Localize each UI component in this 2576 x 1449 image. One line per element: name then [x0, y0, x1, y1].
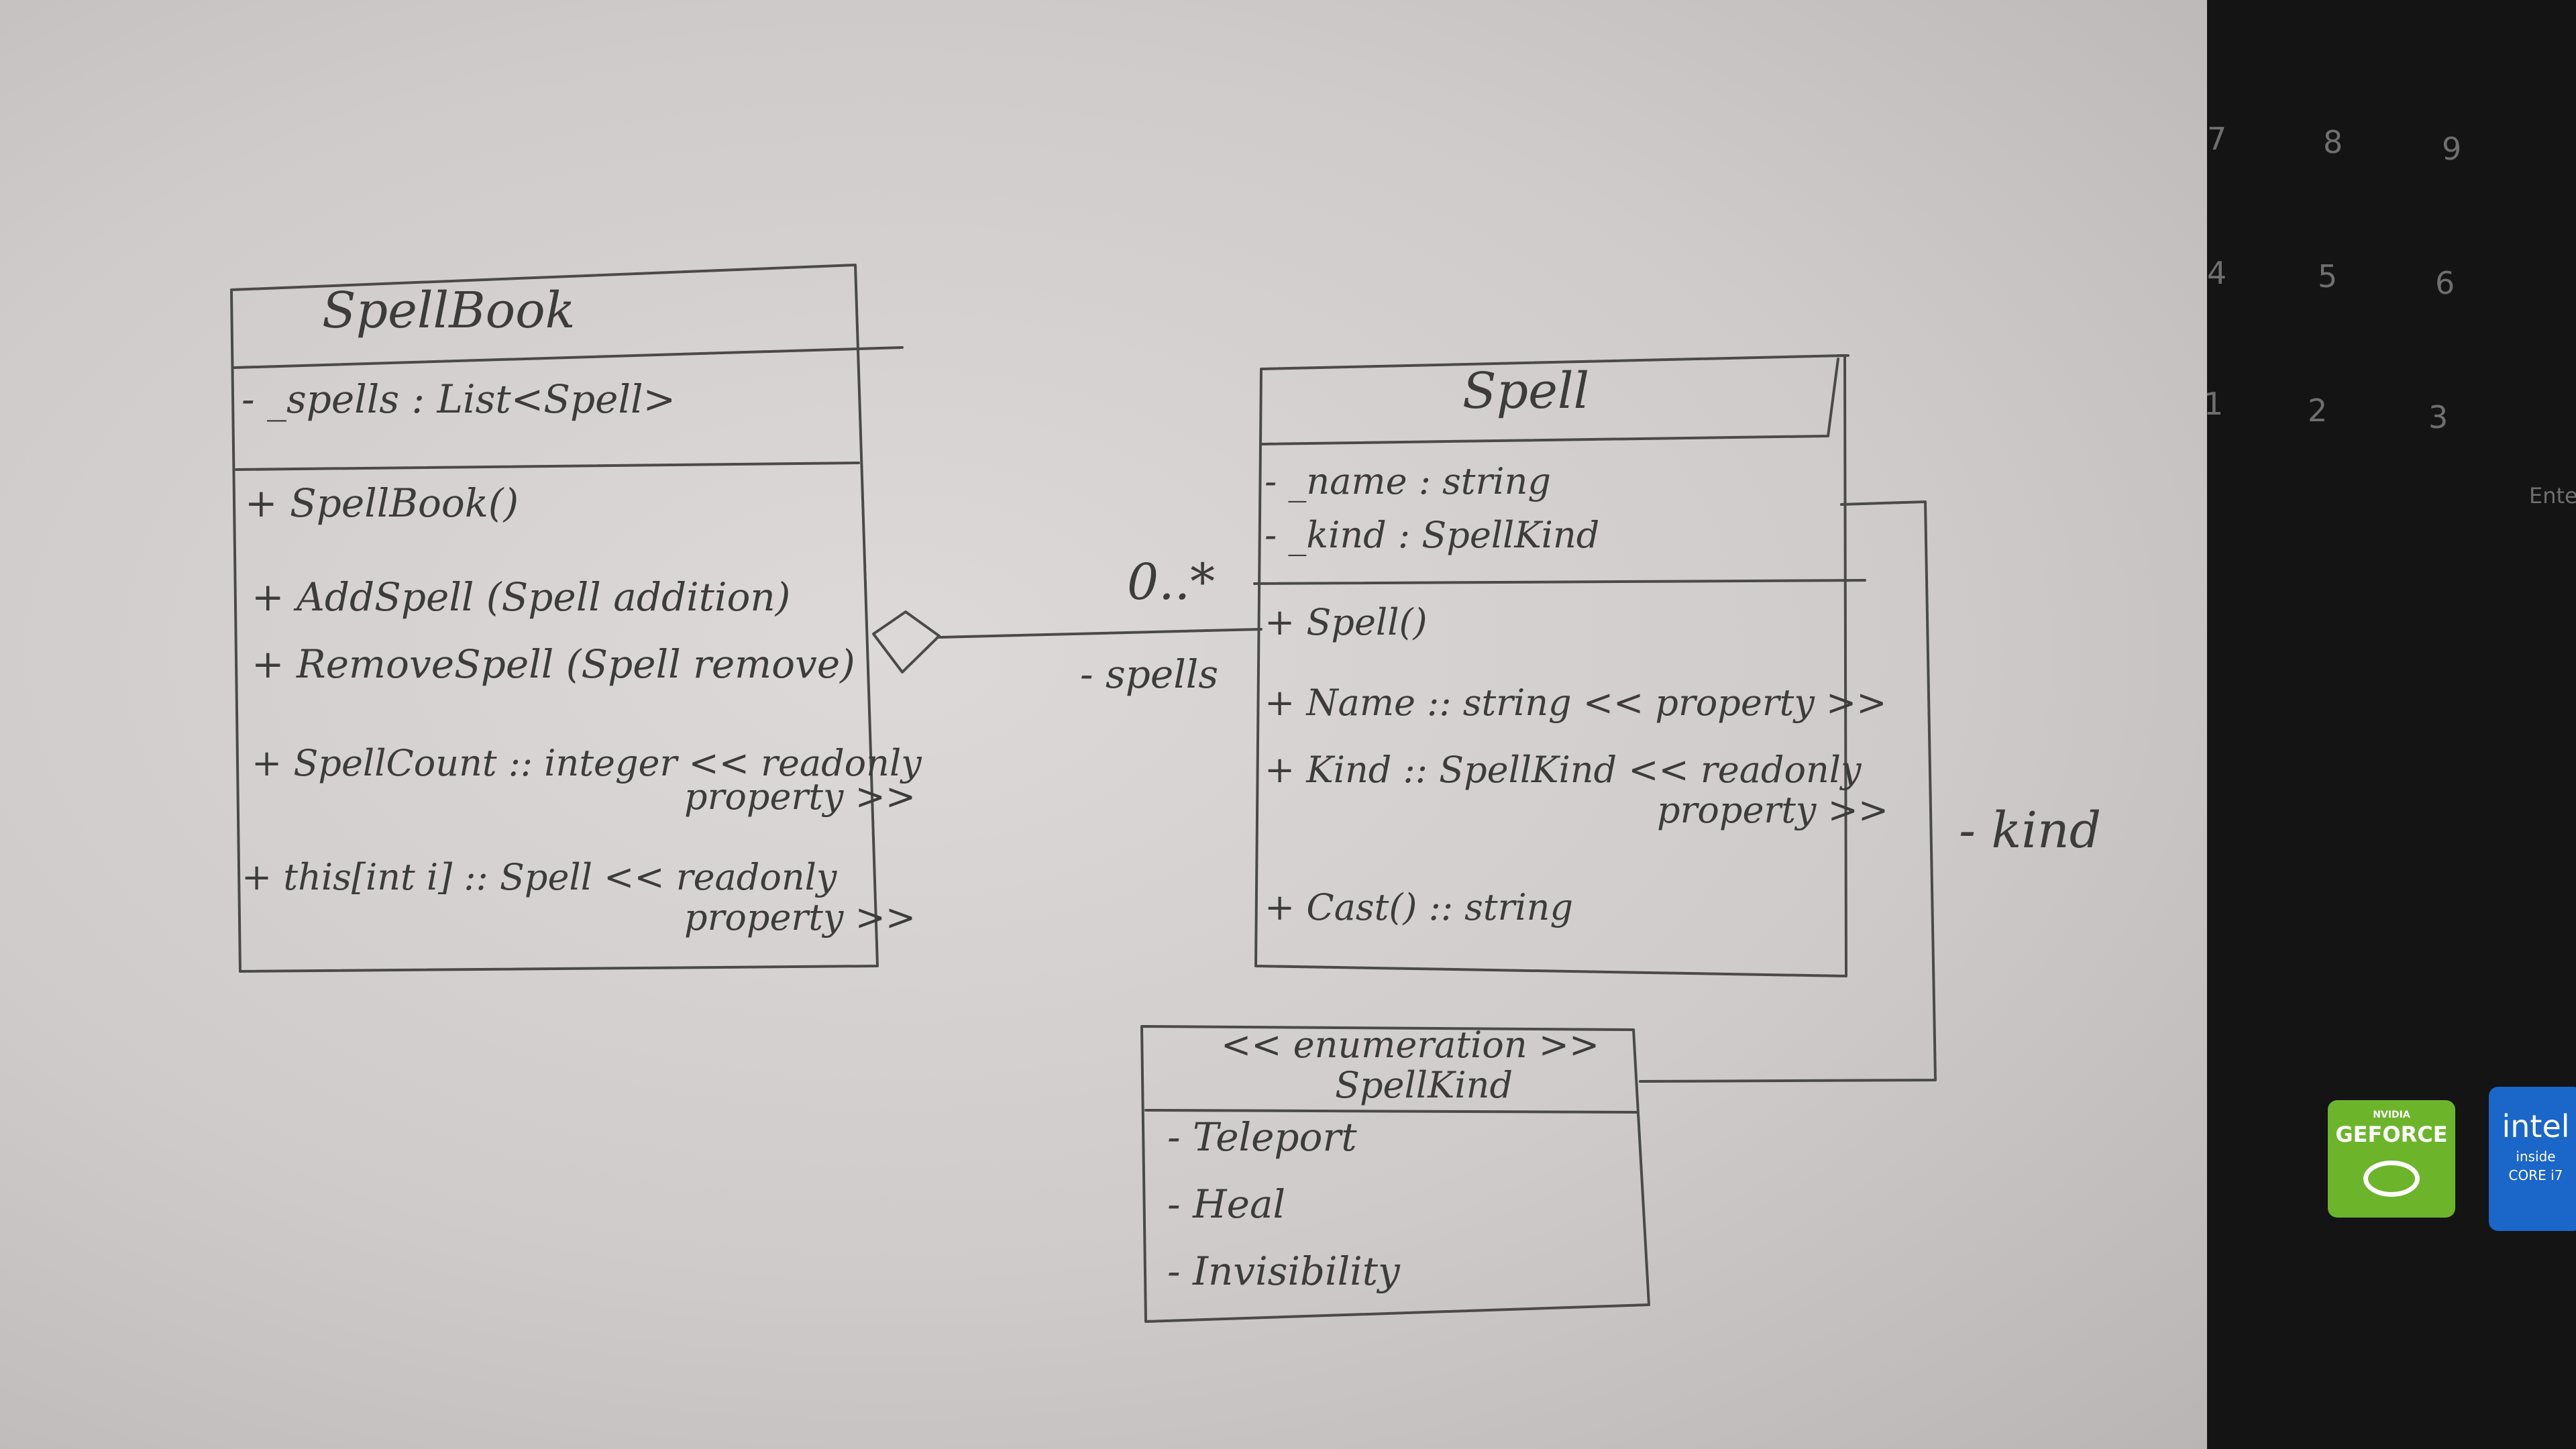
spell-attribute: - _kind : SpellKind: [1265, 514, 1600, 556]
keypad-key: 1: [2204, 386, 2224, 422]
intel-label: intel: [2502, 1108, 2570, 1144]
spellbook-method: + AddSpell (Spell addition): [252, 574, 791, 620]
spellbook-class-name: SpellBook: [322, 282, 576, 339]
spell-method: + Cast() :: string: [1265, 886, 1574, 928]
spellbook-method-continuation: property >>: [684, 775, 916, 818]
spell-attribute: - _name : string: [1265, 460, 1551, 502]
aggregation-line: [938, 628, 1263, 639]
keypad-key: 4: [2207, 255, 2227, 291]
spellbook-attribute: - _spells : List<Spell>: [241, 376, 676, 422]
core-label: CORE i7: [2508, 1167, 2563, 1183]
keypad-key: 6: [2435, 265, 2455, 301]
spellkind-class-name: SpellKind: [1335, 1064, 1513, 1106]
inside-label: inside: [2516, 1148, 2556, 1165]
spell-method: + Name :: string << property >>: [1265, 682, 1887, 724]
spellkind-stereotype: << enumeration >>: [1221, 1024, 1600, 1066]
nvidia-eye-icon: [2363, 1161, 2420, 1197]
intel-inside-sticker: intel inside CORE i7: [2489, 1087, 2576, 1231]
association-role: - kind: [1959, 802, 2102, 859]
aggregation-role: - spells: [1080, 651, 1219, 697]
spell-class-name: Spell: [1462, 362, 1590, 420]
spellbook-method-continuation: property >>: [684, 896, 916, 938]
spellkind-value: - Invisibility: [1167, 1248, 1400, 1294]
aggregation-multiplicity: 0..*: [1127, 553, 1216, 611]
spellbook-method: + this[int i] :: Spell << readonly: [241, 856, 837, 898]
spellkind-enum-box: [1140, 1025, 1650, 1323]
spell-method: + Spell(): [1265, 601, 1428, 643]
spell-attr-divider: [1253, 579, 1866, 585]
keypad-key: 9: [2442, 131, 2462, 167]
keypad-key: 8: [2323, 124, 2343, 160]
spellbook-method: + RemoveSpell (Spell remove): [252, 641, 855, 687]
spell-method: + Kind :: SpellKind << readonly: [1265, 749, 1862, 791]
spell-title-box-line: [1261, 358, 1839, 445]
spellkind-title-divider: [1144, 1109, 1638, 1114]
spellbook-attr-divider: [235, 462, 860, 471]
spellkind-value: - Teleport: [1167, 1114, 1357, 1160]
spellkind-value: - Heal: [1167, 1181, 1286, 1227]
keypad-key: 7: [2207, 121, 2227, 157]
spell-method-continuation: property >>: [1657, 789, 1889, 831]
keypad-key: 3: [2428, 399, 2449, 435]
aggregation-diamond: [872, 610, 941, 674]
association-line: [1639, 500, 1937, 1083]
keypad-key: 2: [2308, 392, 2328, 429]
spellbook-method: + SpellCount :: integer << readonly: [252, 742, 922, 784]
nvidia-geforce-sticker: NVIDIA GEFORCE: [2328, 1100, 2455, 1218]
nvidia-label: NVIDIA: [2373, 1110, 2410, 1120]
spellbook-class-box: [230, 264, 879, 973]
geforce-label: GEFORCE: [2335, 1122, 2448, 1147]
spell-class-box: [1254, 354, 1847, 977]
keypad-key: 5: [2318, 258, 2338, 294]
enter-key: Ente: [2529, 483, 2576, 508]
spellbook-title-divider: [233, 346, 904, 369]
spellbook-method: + SpellBook(): [245, 480, 519, 526]
paper-sheet: [0, 0, 2207, 1449]
